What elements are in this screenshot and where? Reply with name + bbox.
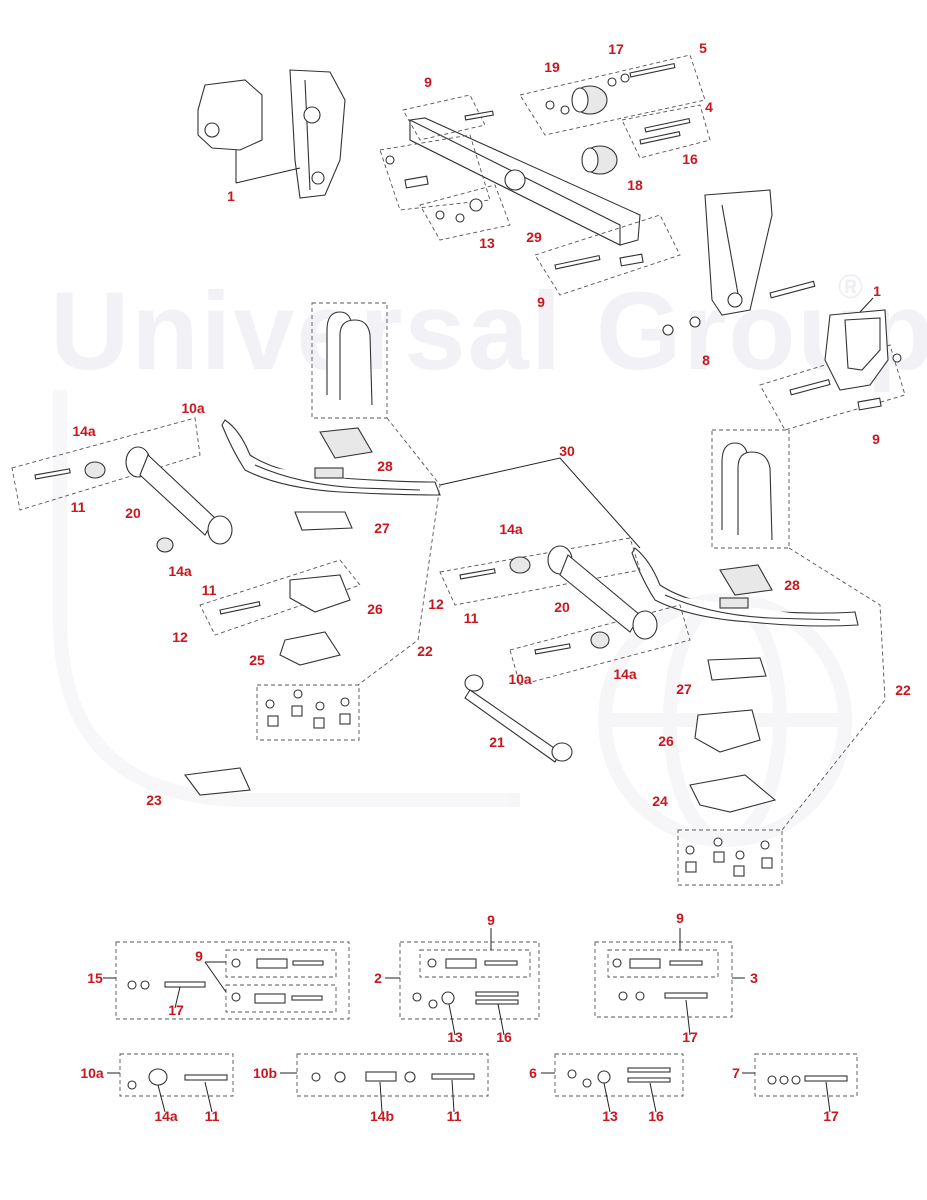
leaf-spring-left [221, 419, 441, 496]
callout-25: 25 [249, 652, 265, 668]
bracket-23 [183, 767, 251, 796]
spacer-right [707, 657, 767, 681]
callout-11: 11 [446, 1108, 462, 1124]
callout-19: 19 [544, 59, 560, 75]
callout-1: 1 [873, 283, 881, 299]
callout-13: 13 [479, 235, 495, 251]
callout-13: 13 [447, 1029, 463, 1045]
hanger-front [197, 69, 346, 199]
callout-11: 11 [204, 1108, 220, 1124]
callout-20: 20 [554, 599, 570, 615]
callout-16: 16 [682, 151, 698, 167]
callout-12: 12 [172, 629, 188, 645]
callout-9: 9 [676, 910, 684, 926]
callout-13: 13 [602, 1108, 618, 1124]
callout-8: 8 [702, 352, 710, 368]
callout-10a: 10a [181, 400, 205, 416]
callout-9: 9 [424, 74, 432, 90]
callout-9: 9 [872, 431, 880, 447]
spring-pad-right [719, 564, 773, 596]
callout-2: 2 [374, 970, 382, 986]
callout-20: 20 [125, 505, 141, 521]
torque-arm-left [34, 446, 233, 553]
callout-30: 30 [559, 443, 575, 459]
callout-9: 9 [195, 948, 203, 964]
callout-14a: 14a [499, 521, 523, 537]
callout-11: 11 [463, 610, 479, 626]
spring-seat-left [219, 574, 351, 666]
callout-24: 24 [652, 793, 668, 809]
callout-10b: 10b [252, 1065, 278, 1081]
callout-16: 16 [648, 1108, 664, 1124]
callout-26: 26 [658, 733, 674, 749]
callout-11: 11 [201, 582, 217, 598]
callout-28: 28 [377, 458, 393, 474]
callout-10a: 10a [80, 1065, 104, 1081]
callout-29: 29 [526, 229, 542, 245]
callout-27: 27 [374, 520, 390, 536]
callout-17: 17 [608, 41, 624, 57]
callout-21: 21 [489, 734, 505, 750]
callout-17: 17 [168, 1002, 184, 1018]
torque-rod-21 [464, 674, 573, 763]
callout-15: 15 [87, 970, 103, 986]
callout-10a: 10a [508, 671, 532, 687]
callout-23: 23 [146, 792, 162, 808]
callout-18: 18 [627, 177, 643, 193]
nuts-left [265, 689, 351, 729]
callout-12: 12 [428, 596, 444, 612]
callout-3: 3 [750, 970, 758, 986]
u-bolts-right [721, 442, 773, 541]
bushings [571, 85, 618, 175]
callout-6: 6 [529, 1065, 537, 1081]
bolts-top [385, 62, 902, 411]
callout-17: 17 [823, 1108, 839, 1124]
registered-mark: ® [838, 268, 864, 306]
callout-14b: 14b [369, 1108, 395, 1124]
callout-22: 22 [895, 682, 911, 698]
callout-1: 1 [227, 188, 235, 204]
leaf-spring-right [631, 547, 859, 627]
callout-9: 9 [537, 294, 545, 310]
kit-parts [127, 958, 848, 1090]
callout-16: 16 [496, 1029, 512, 1045]
nuts-right [685, 837, 773, 877]
callout-22: 22 [417, 643, 433, 659]
callout-14a: 14a [154, 1108, 178, 1124]
callout-14a: 14a [613, 666, 637, 682]
spacer-left [294, 511, 353, 531]
callout-11: 11 [70, 499, 86, 515]
u-bolts-left [326, 311, 373, 406]
callout-4: 4 [705, 99, 713, 115]
torque-arm-right [459, 545, 658, 655]
spring-seat-right-26 [694, 709, 761, 753]
spring-seat-right-24 [689, 774, 777, 813]
callout-14a: 14a [168, 563, 192, 579]
callout-27: 27 [676, 681, 692, 697]
spring-pad-left [319, 427, 373, 459]
callout-14a: 14a [72, 423, 96, 439]
callout-9: 9 [487, 912, 495, 928]
equalizer-beam [409, 117, 641, 246]
callout-7: 7 [732, 1065, 740, 1081]
callout-26: 26 [367, 601, 383, 617]
callout-28: 28 [784, 577, 800, 593]
hanger-rear [704, 189, 889, 391]
callout-17: 17 [682, 1029, 698, 1045]
callout-5: 5 [699, 40, 707, 56]
